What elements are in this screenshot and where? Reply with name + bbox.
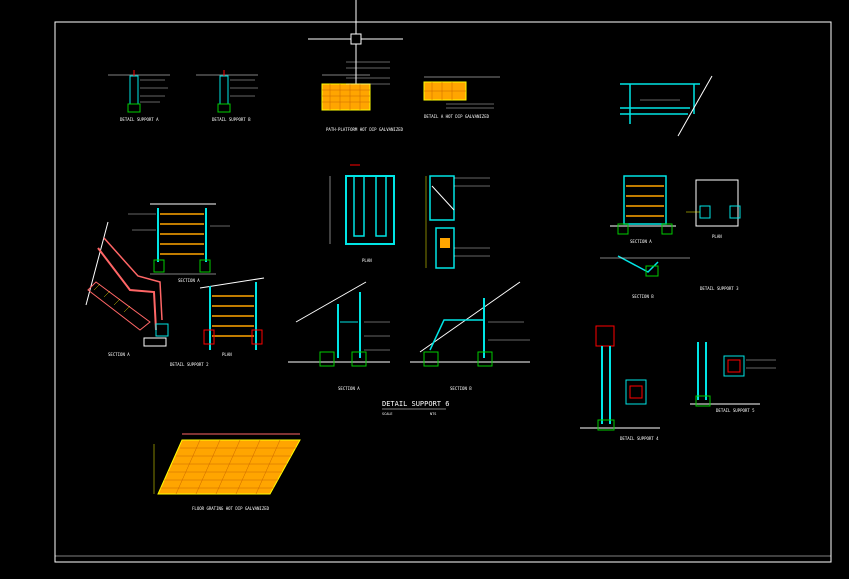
plan-right: PLAN bbox=[686, 179, 741, 239]
label-detail-support-5: DETAIL SUPPORT 5 bbox=[716, 408, 755, 413]
label-grating-title: PATH-PLATFORM HOT DIP GALVANIZED bbox=[326, 127, 404, 132]
section-a-right: SECTION A bbox=[610, 175, 676, 244]
label-floor-grating: FLOOR GRATING HOT DIP GALVANIZED bbox=[192, 506, 270, 511]
label-plan-right: PLAN bbox=[712, 234, 722, 239]
label-section-a-ladder: SECTION A bbox=[178, 278, 200, 283]
label-section-a-mid: SECTION A bbox=[338, 386, 360, 391]
label-detail-support-2: DETAIL SUPPORT 2 bbox=[170, 362, 209, 367]
detail-support-b: DETAIL SUPPORT B bbox=[196, 70, 258, 122]
label-section-b-mid: SECTION B bbox=[450, 386, 472, 391]
label-section-a-left: SECTION A bbox=[108, 352, 130, 357]
ladder-plan: DETAIL SUPPORT 2 PLAN bbox=[170, 277, 265, 367]
floor-grating-detail: FLOOR GRATING HOT DIP GALVANIZED bbox=[153, 433, 301, 511]
label-detail-support-4: DETAIL SUPPORT 4 bbox=[620, 436, 659, 441]
frame-section-b: SECTION B bbox=[410, 281, 530, 391]
column-section-center bbox=[425, 175, 490, 269]
crosshair-cursor-icon bbox=[308, 0, 403, 85]
label-detail-support-3: DETAIL SUPPORT 3 bbox=[700, 286, 739, 291]
stair-elevation: SECTION A bbox=[85, 221, 169, 357]
frame-section-a: SECTION A bbox=[288, 281, 390, 391]
main-title: DETAIL SUPPORT 6 bbox=[382, 400, 449, 408]
label-section-a-right: SECTION A bbox=[630, 239, 652, 244]
ladder-elevation: SECTION A bbox=[128, 203, 230, 283]
sheet-border bbox=[54, 21, 832, 563]
label-plan-1: PLAN bbox=[362, 258, 372, 263]
label-detail-support-a: DETAIL SUPPORT A bbox=[120, 117, 159, 122]
u-frame-plan: PLAN bbox=[329, 164, 395, 263]
detail-support-5: DETAIL SUPPORT 5 bbox=[690, 342, 776, 413]
detail-support-4: DETAIL SUPPORT 4 bbox=[580, 325, 660, 441]
detail-hot-dip: DETAIL A HOT DIP GALVANIZED bbox=[423, 76, 500, 119]
section-b-right: SECTION B DETAIL SUPPORT 3 bbox=[600, 255, 739, 299]
main-scale-value: NTS bbox=[430, 412, 436, 416]
label-detail-support-b: DETAIL SUPPORT B bbox=[212, 117, 251, 122]
label-plan-2: PLAN bbox=[222, 352, 232, 357]
grating-detail-top: PATH-PLATFORM HOT DIP GALVANIZED bbox=[321, 61, 404, 132]
label-section-b-right: SECTION B bbox=[632, 294, 654, 299]
label-detail-hot-dip: DETAIL A HOT DIP GALVANIZED bbox=[424, 114, 490, 119]
detail-top-right bbox=[620, 75, 713, 137]
detail-support-a: DETAIL SUPPORT A bbox=[108, 70, 170, 122]
main-scale-label: SCALE bbox=[382, 412, 393, 416]
